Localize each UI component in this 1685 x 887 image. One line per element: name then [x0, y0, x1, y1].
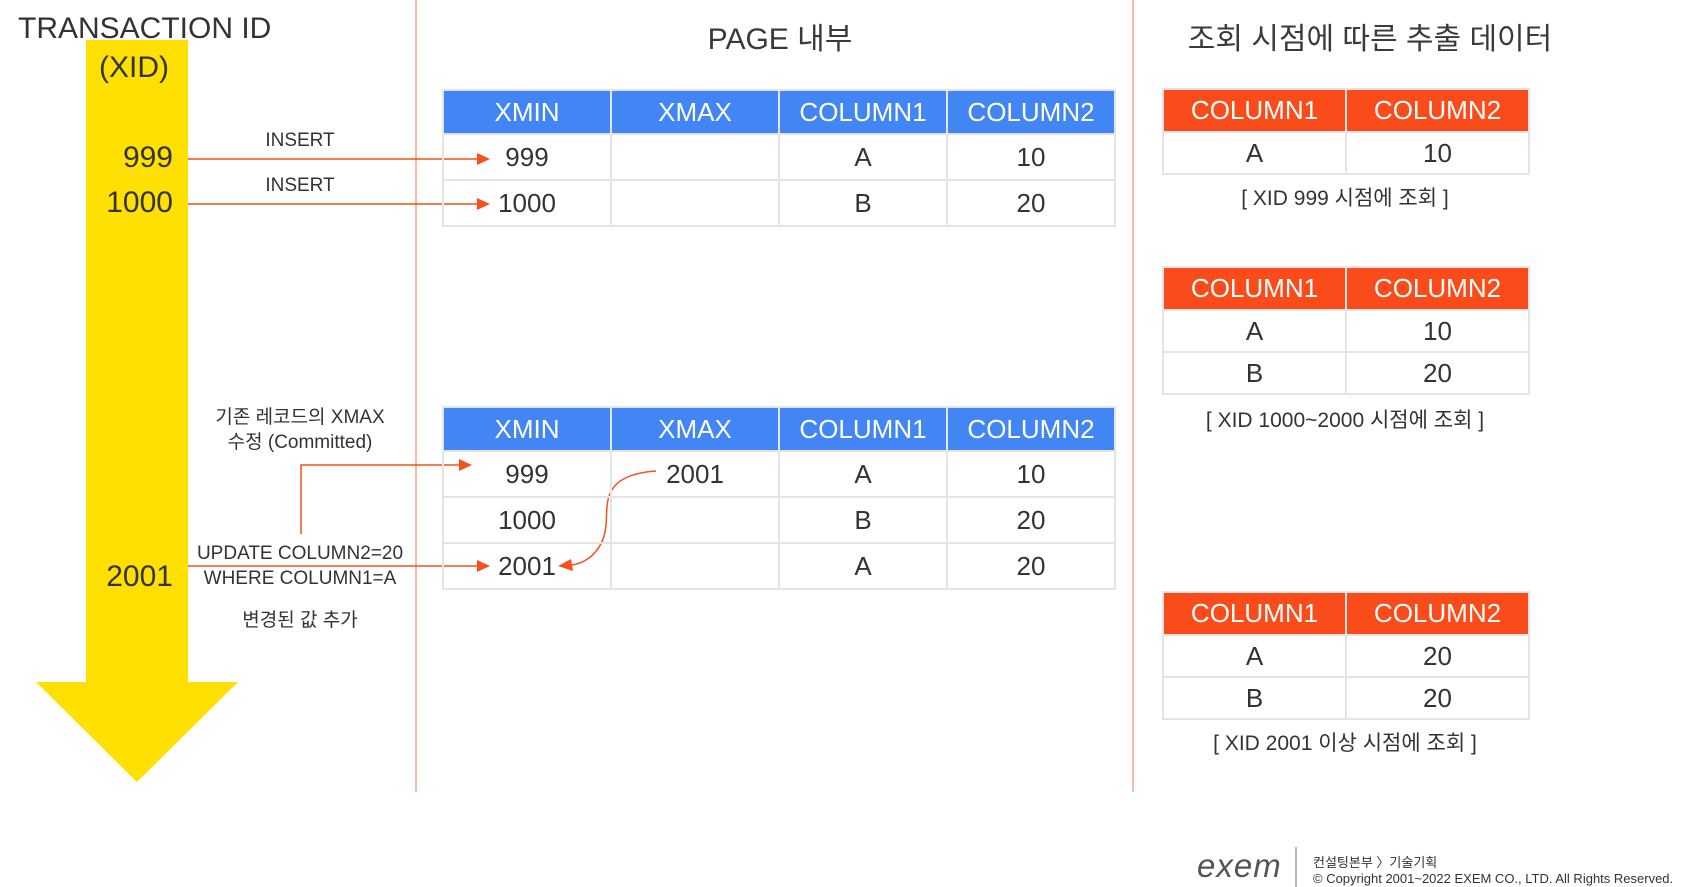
update-label-1: UPDATE COLUMN2=20: [196, 543, 404, 564]
modify-xmax-label-2: 수정 (Committed): [227, 432, 373, 453]
header-column1: COLUMN1: [1162, 88, 1347, 133]
modify-xmax-label-1: 기존 레코드의 XMAX: [215, 407, 385, 428]
timeline-subtitle: (XID): [99, 51, 169, 84]
page-table-after-header: XMIN XMAX COLUMN1 COLUMN2: [442, 406, 1116, 452]
cell-column2: 10: [946, 133, 1116, 181]
cell-column2: 20: [1345, 634, 1530, 678]
cell-column1: A: [1162, 131, 1347, 175]
header-column2: COLUMN2: [1345, 266, 1530, 311]
cell-column2: 20: [946, 542, 1116, 590]
add-new-value-label: 변경된 값 추가: [242, 610, 358, 631]
xid-999: 999: [122, 141, 173, 174]
result-table-xid-999: COLUMN1 COLUMN2 A 10: [1162, 88, 1530, 175]
update-label-2: WHERE COLUMN1=A: [203, 568, 397, 589]
cell-column1: A: [1162, 309, 1347, 353]
page-table-before-header: XMIN XMAX COLUMN1 COLUMN2: [442, 89, 1116, 135]
header-xmin: XMIN: [442, 89, 612, 135]
table-row: 1000 B 20: [442, 179, 1116, 227]
cell-xmax: [610, 542, 780, 590]
cell-column2: 20: [946, 179, 1116, 227]
footer-divider: [1295, 847, 1297, 887]
cell-xmax: [610, 179, 780, 227]
cell-xmin: 1000: [442, 496, 612, 544]
exem-logo: exem: [1197, 847, 1282, 884]
cell-column2: 20: [1345, 351, 1530, 395]
header-column1: COLUMN1: [778, 406, 948, 452]
cell-column2: 10: [946, 450, 1116, 498]
cell-xmax: [610, 496, 780, 544]
header-xmax: XMAX: [610, 89, 780, 135]
cell-column1: A: [778, 542, 948, 590]
header-xmax: XMAX: [610, 406, 780, 452]
header-column2: COLUMN2: [1345, 591, 1530, 636]
header-column2: COLUMN2: [1345, 88, 1530, 133]
footer-copyright: © Copyright 2001~2022 EXEM CO., LTD. All…: [1313, 871, 1674, 886]
cell-xmin: 2001: [442, 542, 612, 590]
result-caption-xid-2001: [ XID 2001 이상 시점에 조회 ]: [1213, 732, 1477, 755]
cell-column1: B: [778, 496, 948, 544]
table-row: 1000 B 20: [442, 496, 1116, 544]
insert-label-1: INSERT: [265, 130, 335, 151]
page-table-after: XMIN XMAX COLUMN1 COLUMN2 999 2001 A 10 …: [442, 406, 1116, 590]
xid-2001: 2001: [106, 560, 173, 593]
footer-department: 컨설팅본부 〉기술기획: [1313, 855, 1438, 870]
cell-column1: B: [778, 179, 948, 227]
cell-xmin: 999: [442, 133, 612, 181]
cell-column2: 10: [1345, 131, 1530, 175]
cell-column1: B: [1162, 351, 1347, 395]
table-row: 999 A 10: [442, 133, 1116, 181]
header-column2: COLUMN2: [946, 89, 1116, 135]
table-row: A 20: [1162, 634, 1530, 678]
header-xmin: XMIN: [442, 406, 612, 452]
header-column1: COLUMN1: [1162, 266, 1347, 311]
xid-1000: 1000: [106, 186, 173, 219]
table-row: 999 2001 A 10: [442, 450, 1116, 498]
timeline-arrow: [36, 40, 238, 782]
cell-xmax: 2001: [610, 450, 780, 498]
result-table-xid-1000-2000: COLUMN1 COLUMN2 A 10 B 20: [1162, 266, 1530, 395]
cell-xmin: 999: [442, 450, 612, 498]
modify-xmax-arrow: [300, 464, 460, 534]
cell-column1: B: [1162, 676, 1347, 720]
cell-column2: 20: [1345, 676, 1530, 720]
insert-label-2: INSERT: [265, 175, 335, 196]
table-row: A 10: [1162, 309, 1530, 353]
timeline-title: TRANSACTION ID: [18, 12, 272, 45]
table-row: B 20: [1162, 676, 1530, 720]
header-column1: COLUMN1: [778, 89, 948, 135]
cell-xmax: [610, 133, 780, 181]
result-caption-xid-1000-2000: [ XID 1000~2000 시점에 조회 ]: [1205, 409, 1485, 432]
result-table-xid-2001: COLUMN1 COLUMN2 A 20 B 20: [1162, 591, 1530, 720]
result-caption-xid-999: [ XID 999 시점에 조회 ]: [1241, 187, 1449, 210]
cell-column2: 10: [1345, 309, 1530, 353]
table-row: 2001 A 20: [442, 542, 1116, 590]
table-row: B 20: [1162, 351, 1530, 395]
cell-column1: A: [778, 450, 948, 498]
cell-column2: 20: [946, 496, 1116, 544]
header-column1: COLUMN1: [1162, 591, 1347, 636]
cell-xmin: 1000: [442, 179, 612, 227]
results-title: 조회 시점에 따른 추출 데이터: [1187, 23, 1553, 56]
table-row: A 10: [1162, 131, 1530, 175]
page-table-before: XMIN XMAX COLUMN1 COLUMN2 999 A 10 1000 …: [442, 89, 1116, 227]
page-title: PAGE 내부: [707, 23, 853, 56]
cell-column1: A: [1162, 634, 1347, 678]
header-column2: COLUMN2: [946, 406, 1116, 452]
cell-column1: A: [778, 133, 948, 181]
